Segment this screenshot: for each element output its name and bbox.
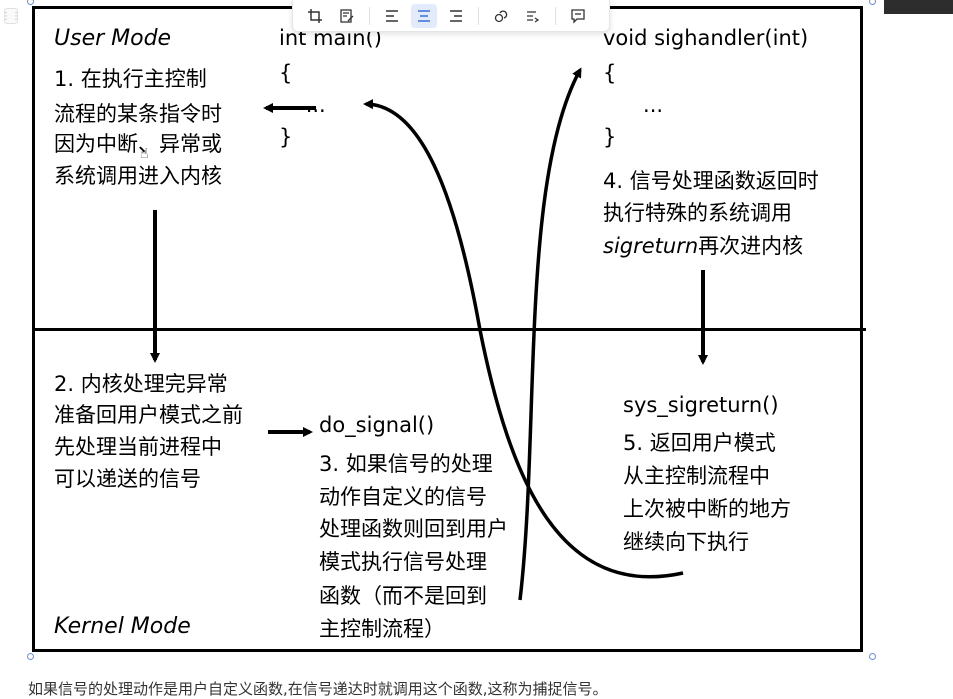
step5-line: 从主控制流程中 — [623, 464, 770, 488]
step1-line: 系统调用进入内核 — [54, 164, 222, 188]
step3-line: 函数（而不是回到 — [319, 584, 487, 608]
step1-line: 流程的某条指令时 — [54, 102, 222, 126]
handler-close-brace: } — [603, 125, 617, 149]
step3-line: 处理函数则回到用户 — [319, 517, 508, 541]
user-mode-label: User Mode — [54, 26, 172, 51]
resize-handle-top-right[interactable] — [869, 0, 876, 5]
main-open-brace: { — [279, 61, 293, 85]
step2-line: 2. 内核处理完异常 — [54, 372, 228, 396]
arrow-return-to-main — [363, 99, 684, 579]
edit-note-icon[interactable] — [334, 4, 360, 28]
handler-ellipsis: ... — [603, 93, 664, 117]
resize-handle-top-left[interactable] — [27, 0, 34, 5]
align-left-icon[interactable] — [379, 4, 405, 28]
step5-line: 上次被中断的地方 — [623, 497, 791, 521]
step5-line: 5. 返回用户模式 — [623, 431, 776, 455]
image-toolbar — [292, 0, 610, 32]
step5-line: 继续向下执行 — [623, 530, 749, 554]
drag-handle-icon[interactable]: ⋮⋮ — [1, 8, 21, 24]
link-icon[interactable] — [488, 4, 514, 28]
mouse-cursor-icon: ☝ — [140, 146, 149, 162]
sys-sigreturn-label: sys_sigreturn() — [623, 393, 779, 417]
resize-handle-bottom-left[interactable] — [27, 653, 34, 660]
step4-line: 执行特殊的系统调用 — [603, 201, 792, 225]
arrow-to-sighandler — [518, 67, 582, 601]
corner-thumbnail — [884, 0, 953, 14]
resize-handle-bottom-right[interactable] — [869, 653, 876, 660]
handler-signature: void sighandler(int) — [603, 26, 809, 50]
align-right-icon[interactable] — [443, 4, 469, 28]
crop-icon[interactable] — [302, 4, 328, 28]
toolbar-separator — [478, 6, 479, 25]
step4-line: 4. 信号处理函数返回时 — [603, 169, 819, 193]
paragraph-text[interactable]: 如果信号的处理动作是用户自定义函数,在信号递达时就调用这个函数,这称为捕捉信号。 — [28, 680, 608, 698]
step2-line: 先处理当前进程中 — [54, 435, 222, 459]
step1-line: 1. 在执行主控制 — [54, 67, 207, 91]
toolbar-separator — [555, 6, 556, 25]
sigreturn-term: sigreturn — [603, 234, 699, 258]
mode-divider-line — [32, 328, 866, 331]
toolbar-separator — [369, 6, 370, 25]
do-signal-label: do_signal() — [319, 413, 435, 437]
main-ellipsis: ... — [279, 93, 326, 117]
main-close-brace: } — [279, 125, 293, 149]
step3-line: 动作自定义的信号 — [319, 485, 487, 509]
step4-line: sigreturn再次进内核 — [603, 233, 803, 260]
comment-icon[interactable] — [565, 4, 591, 28]
step3-line: 3. 如果信号的处理 — [319, 452, 493, 476]
step2-line: 准备回用户模式之前 — [54, 403, 243, 427]
convert-icon[interactable] — [520, 4, 546, 28]
align-center-icon[interactable] — [411, 3, 437, 28]
step4-rest: 再次进内核 — [698, 234, 804, 258]
kernel-mode-label: Kernel Mode — [54, 614, 191, 639]
step2-line: 可以递送的信号 — [54, 467, 201, 491]
handler-open-brace: { — [603, 61, 617, 85]
step1-line: 因为中断、异常或 — [54, 132, 222, 156]
step3-line: 主控制流程） — [319, 617, 445, 641]
step3-line: 模式执行信号处理 — [319, 550, 487, 574]
